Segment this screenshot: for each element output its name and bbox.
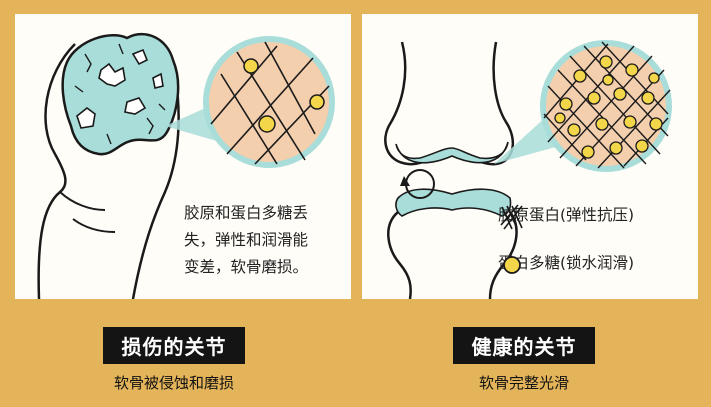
legend-proteoglycan: 蛋白多糖(锁水润滑) xyxy=(498,251,635,274)
erosion-hole xyxy=(131,48,149,66)
proteoglycan-dot xyxy=(309,94,325,110)
damaged-joint-subtitle: 软骨被侵蚀和磨损 xyxy=(113,374,234,392)
erosion-hole xyxy=(76,106,96,129)
erosion-hole xyxy=(124,97,147,115)
proteoglycan-dot xyxy=(258,115,276,133)
proteoglycan-dot xyxy=(243,58,259,74)
legend-collagen: 胶原蛋白(弹性抗压) xyxy=(498,203,635,230)
healthy-joint-caption: 健康的关节 xyxy=(453,327,595,364)
healthy-joint-illustration xyxy=(384,40,672,299)
lower-cartilage xyxy=(395,188,512,217)
proteoglycan-dots xyxy=(554,55,663,159)
eroded-cartilage xyxy=(61,32,180,156)
healthy-joint-subtitle: 软骨完整光滑 xyxy=(478,374,569,392)
legend-collagen-label: 胶原蛋白(弹性抗压) xyxy=(498,206,635,224)
erosion-hole xyxy=(152,72,164,89)
collagen-fibers-icon xyxy=(500,204,523,230)
damaged-joint-caption: 损伤的关节 xyxy=(103,327,245,364)
bone-inner-line xyxy=(59,191,106,211)
upper-cartilage xyxy=(395,141,509,164)
legend-proteoglycan-label: 蛋白多糖(锁水润滑) xyxy=(498,254,635,272)
bone-outline-left xyxy=(37,43,76,299)
proteoglycan-dot-icon xyxy=(503,256,521,274)
lower-bone-left xyxy=(387,211,412,299)
bone-outline-right xyxy=(131,73,180,299)
upper-bone xyxy=(384,41,515,166)
erosion-hole xyxy=(98,62,126,87)
healthy-joint-panel: 胶原蛋白(弹性抗压) 蛋白多糖(锁水润滑) xyxy=(362,14,698,299)
crack-lines xyxy=(74,43,166,145)
damaged-joint-illustration xyxy=(37,32,335,299)
damage-description: 胶原和蛋白多糖丢 失，弹性和润滑能 变差，软骨磨损。 xyxy=(184,204,309,276)
damaged-joint-panel: 胶原和蛋白多糖丢 失，弹性和润滑能 变差，软骨磨损。 xyxy=(15,14,351,299)
